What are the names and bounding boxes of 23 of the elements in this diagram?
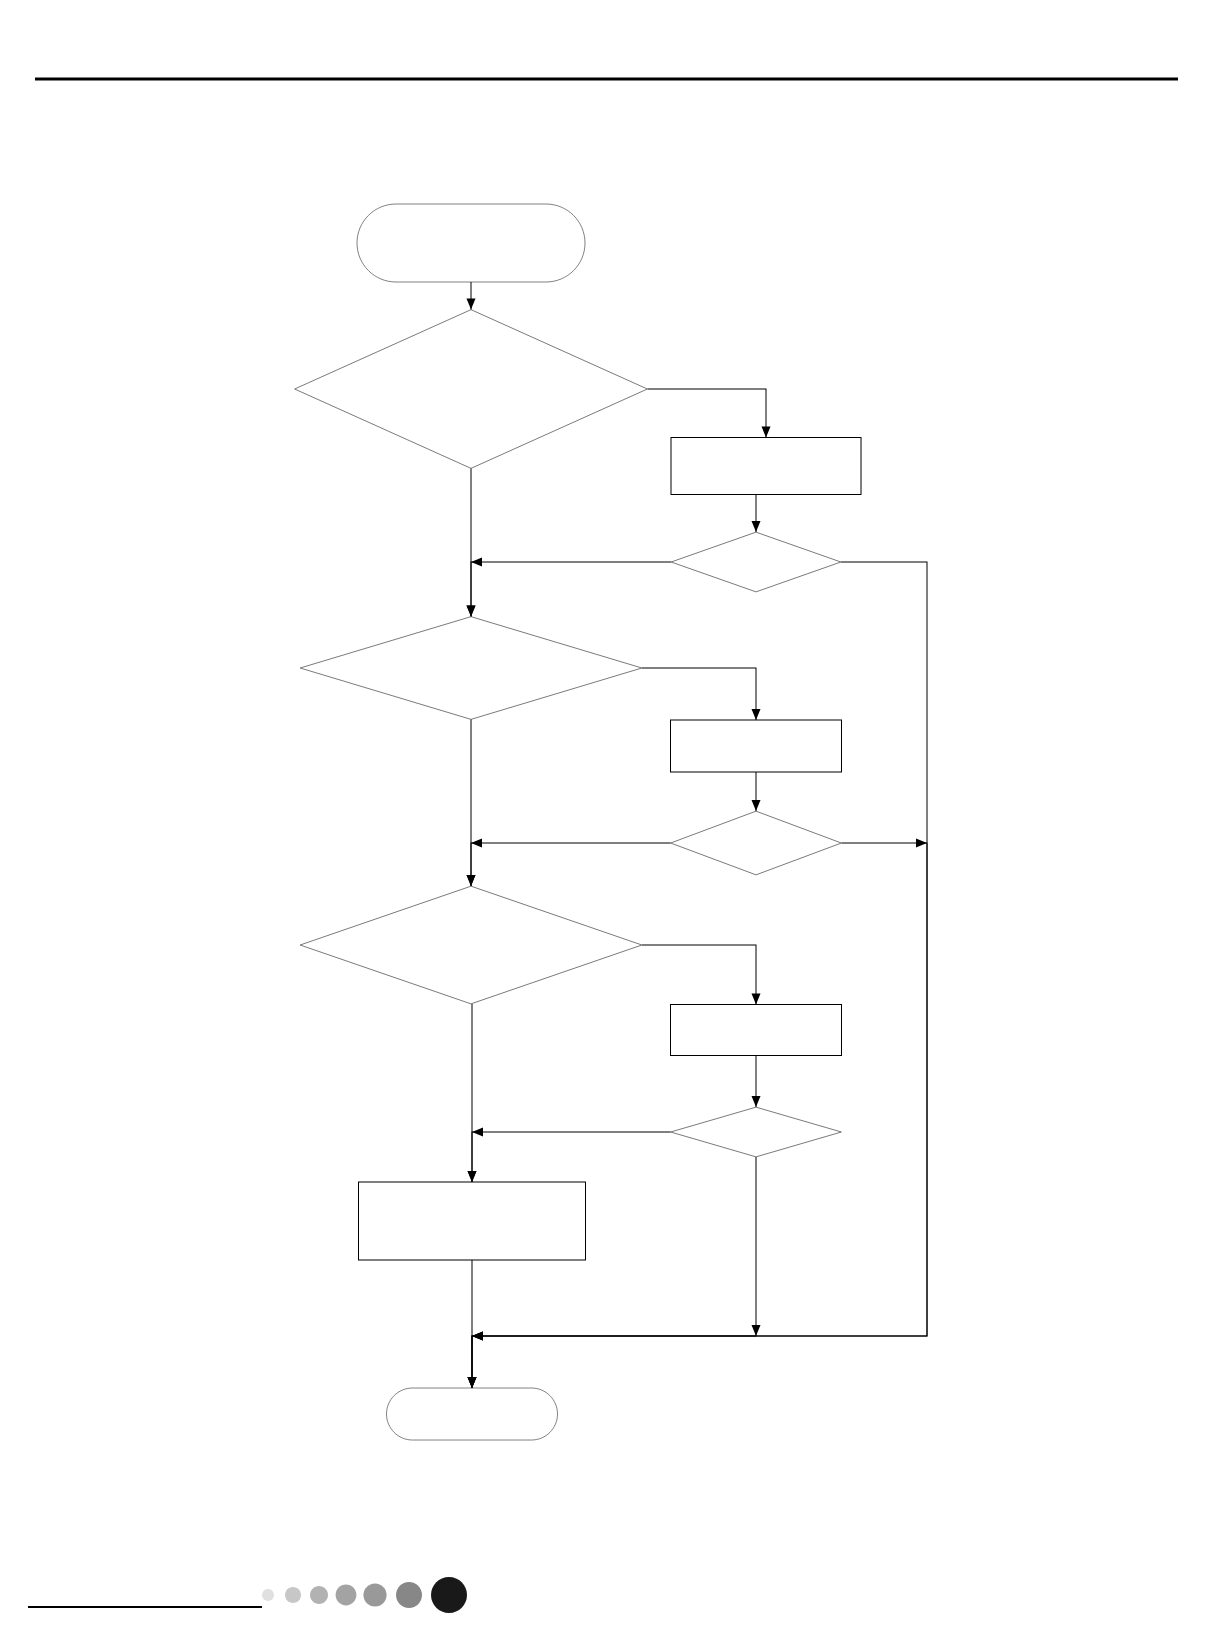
- decision-diamond: [294, 309, 648, 469]
- decision-diamond: [670, 810, 842, 876]
- arrow: [647, 388, 771, 438]
- terminator-pill: [386, 1387, 558, 1441]
- arrow: [467, 1127, 671, 1183]
- arrow: [641, 667, 761, 721]
- process-box: [670, 437, 862, 495]
- arrow: [641, 944, 761, 1005]
- arrow: [466, 281, 476, 310]
- arrow: [467, 1259, 477, 1389]
- process-box: [358, 1181, 586, 1261]
- process-box: [670, 719, 842, 773]
- arrow: [751, 771, 761, 812]
- arrow: [466, 838, 671, 887]
- arrow: [466, 557, 672, 617]
- decision-diamond: [299, 885, 643, 1005]
- decision-diamond: [299, 616, 643, 720]
- process-box: [670, 1004, 842, 1056]
- decision-diamond: [670, 531, 842, 593]
- arrow: [751, 494, 761, 533]
- decision-diamond: [670, 1106, 842, 1158]
- arrow: [751, 1055, 761, 1108]
- terminator-pill: [356, 203, 586, 283]
